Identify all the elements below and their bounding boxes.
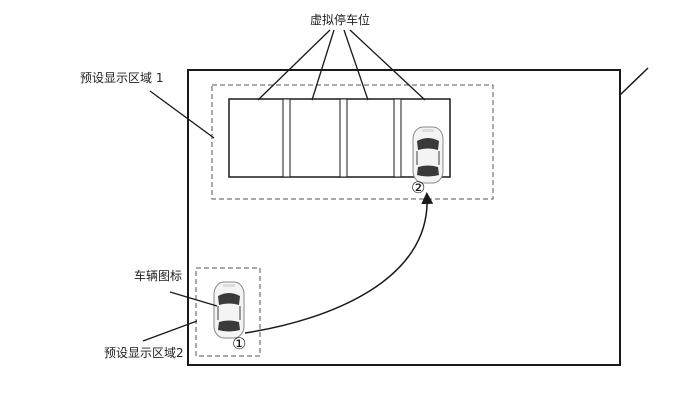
slot-divider-1 xyxy=(282,98,291,178)
slot-divider-2 xyxy=(339,98,348,178)
label-virtual-slots: 虚拟停车位 xyxy=(310,12,370,27)
marker-end: ② xyxy=(411,178,425,197)
trajectory-arrow xyxy=(244,192,434,334)
label-preset-area-1: 预设显示区域 1 xyxy=(80,71,163,85)
parking-lot-boundary xyxy=(187,69,621,366)
label-vehicle-icon: 车辆图标 xyxy=(134,268,182,283)
marker-start: ① xyxy=(232,334,246,353)
preset-area-1-leader xyxy=(149,90,215,139)
car-icon-1 xyxy=(213,281,245,339)
preset-area-2-leader xyxy=(142,320,198,342)
virtual-parking-slots xyxy=(228,98,451,178)
slot-divider-3 xyxy=(393,98,402,178)
preset-display-area-2 xyxy=(195,267,261,357)
vehicle-icon-leader xyxy=(169,291,218,307)
virtual-slots-leader-lines xyxy=(257,29,426,101)
boundary-corner-line xyxy=(619,67,649,96)
car-icon-2 xyxy=(412,126,444,184)
preset-display-area-1 xyxy=(211,84,494,200)
label-preset-area-2: 预设显示区域2 xyxy=(104,346,184,360)
